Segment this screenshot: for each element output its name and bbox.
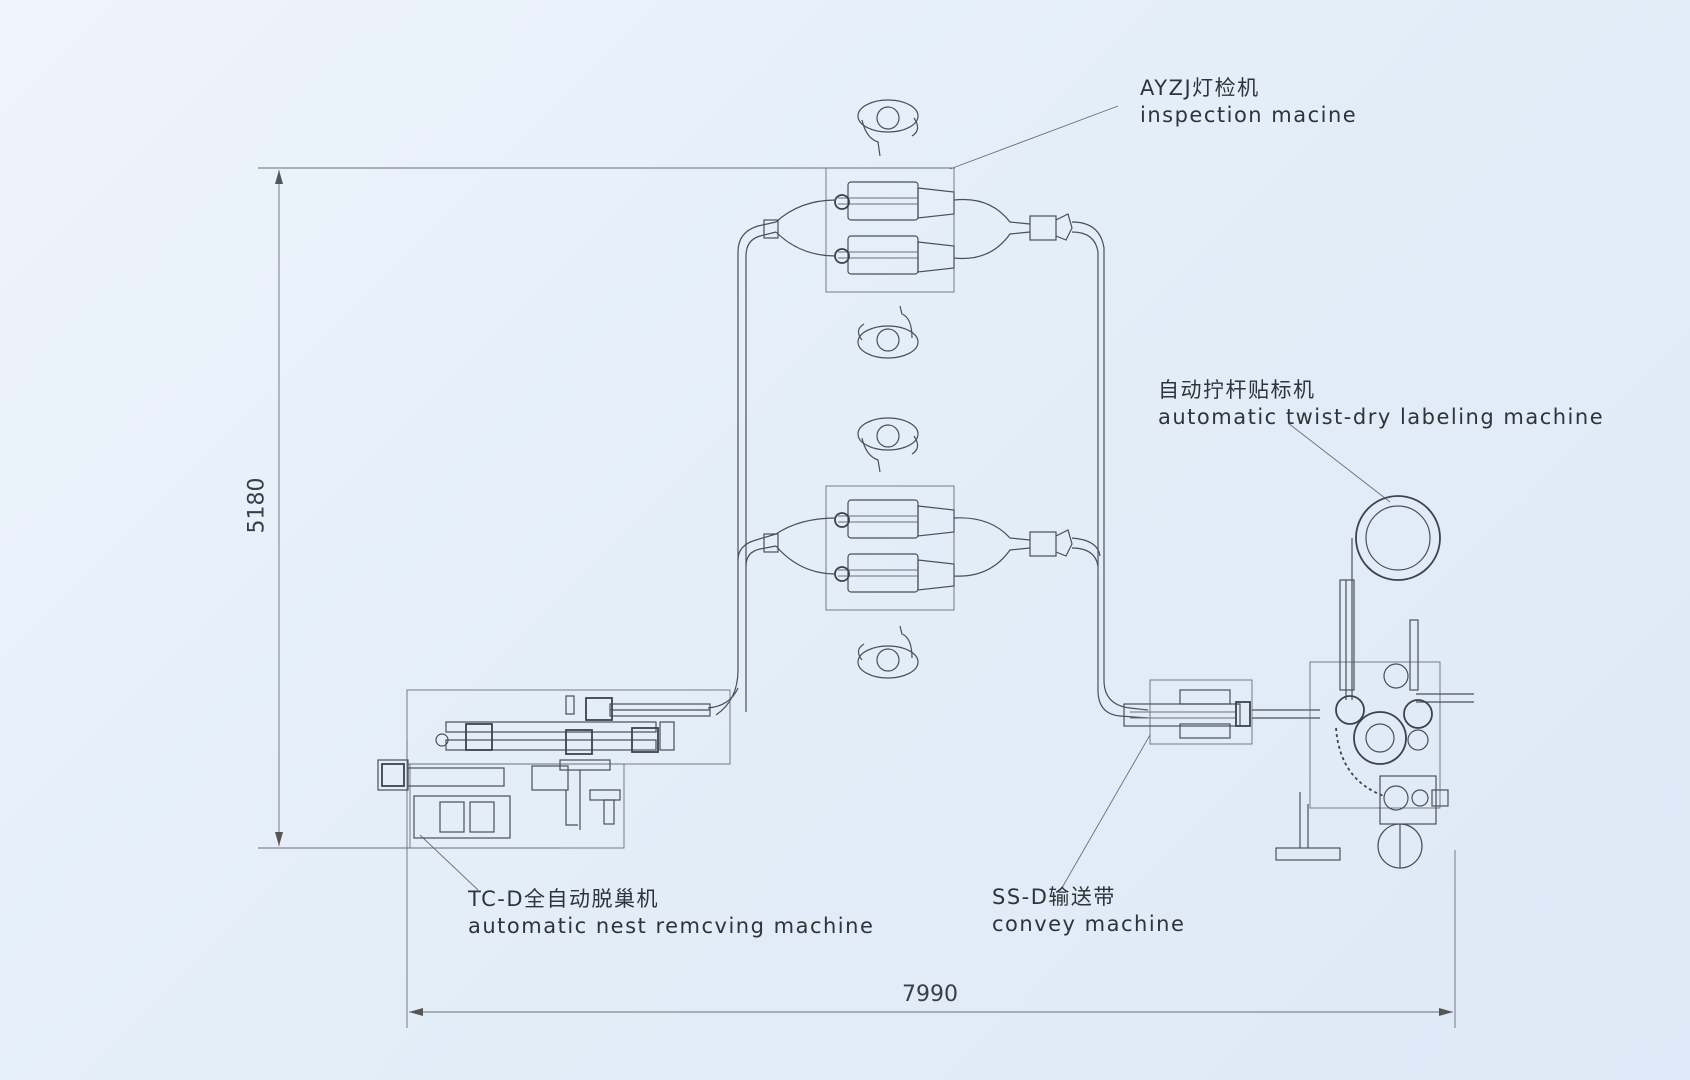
leader-nest: [419, 834, 479, 891]
label-convey-en: convey machine: [992, 912, 1186, 936]
leader-inspection: [949, 105, 1119, 170]
leader-convey: [1062, 734, 1151, 887]
label-nest-machine: TC-D全自动脱巢机 automatic nest remcving machi…: [468, 886, 874, 940]
label-labeling-machine: 自动拧杆贴标机 automatic twist-dry labeling mac…: [1158, 377, 1604, 431]
conveyor-path-right: [1071, 221, 1149, 719]
label-convey-cn: SS-D输送带: [992, 885, 1116, 909]
leader-labeling: [1287, 422, 1391, 503]
nest-removing-machine: [377, 687, 739, 849]
inspection-machine-1: [763, 167, 1073, 293]
labeling-machine: [1275, 495, 1474, 869]
operator-4: [857, 625, 919, 679]
dimension-width: [406, 740, 1456, 1028]
operator-3: [857, 417, 919, 473]
label-inspection-en: inspection macine: [1140, 103, 1358, 127]
label-nest-en: automatic nest remcving machine: [468, 914, 875, 938]
dimension-width-label: 7990: [902, 982, 958, 1007]
label-inspection-machine: AYZJ灯检机 inspection macine: [1140, 75, 1357, 129]
convey-machine: [1123, 679, 1320, 745]
operator-2: [857, 305, 919, 359]
label-convey-machine: SS-D输送带 convey machine: [992, 884, 1185, 938]
dimension-height-label: 5180: [244, 477, 270, 534]
operator-1: [857, 99, 919, 157]
label-labeling-cn: 自动拧杆贴标机: [1158, 378, 1316, 402]
conveyor-path-left: [715, 221, 777, 716]
label-inspection-cn: AYZJ灯检机: [1140, 76, 1260, 100]
label-nest-cn: TC-D全自动脱巢机: [468, 887, 660, 911]
dimension-height: [258, 167, 955, 849]
inspection-machine-2: [763, 485, 1073, 611]
label-labeling-en: automatic twist-dry labeling machine: [1158, 405, 1605, 429]
